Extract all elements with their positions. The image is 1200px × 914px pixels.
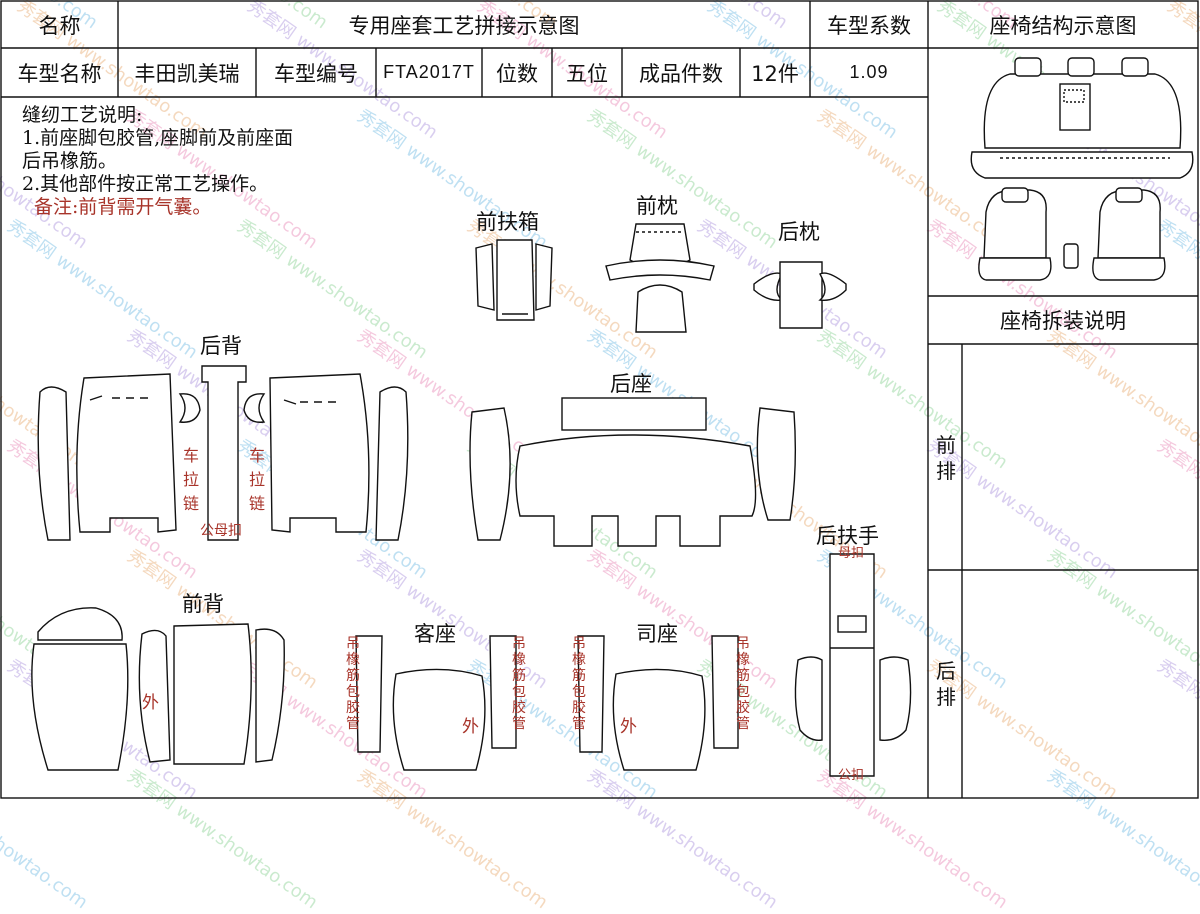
table-grid (0, 0, 1199, 799)
pieces-label: 成品件数 (639, 61, 723, 86)
label-front-back: 前背 (182, 592, 224, 616)
part-front-armrest-box (475, 239, 553, 321)
annotation-zipper-right: 车拉链 (248, 446, 265, 513)
annotation-outer-passenger: 外 (462, 717, 479, 737)
front-row-label: 前排 (936, 433, 956, 483)
notes-line-2: 后吊橡筋。 (22, 150, 118, 172)
annotation-male-female-buckle: 公母扣 (200, 523, 242, 539)
part-rear-back (37, 365, 409, 541)
seat-structure-thumbnail (970, 57, 1194, 281)
annotation-elastic-driver-right: 吊橡筋包胶管 (736, 636, 750, 732)
model-code: FTA2017T (383, 62, 475, 82)
annotation-outer-front-back: 外 (142, 693, 159, 713)
model-name: 丰田凯美瑞 (134, 61, 240, 86)
pattern-diagram (0, 0, 1199, 799)
annotation-outer-driver: 外 (620, 717, 637, 737)
annotation-male-buckle: 公扣 (838, 768, 865, 783)
name-label: 名称 (38, 13, 81, 38)
coef-label: 车型系数 (827, 13, 911, 38)
annotation-zipper-left: 车拉链 (182, 446, 199, 513)
notes-remark: 备注:前背需开气囊。 (34, 196, 212, 218)
annotation-elastic-driver-left: 吊橡筋包胶管 (572, 636, 586, 732)
pieces-value: 12件 (751, 61, 799, 86)
coef-value: 1.09 (849, 62, 889, 82)
seats-label: 位数 (496, 61, 538, 86)
label-front-headrest: 前枕 (636, 194, 678, 218)
label-driver-seat: 司座 (636, 622, 678, 646)
model-name-label: 车型名称 (17, 61, 102, 86)
part-front-headrest (605, 223, 715, 333)
annotation-female-buckle: 母扣 (838, 546, 865, 561)
part-rear-headrest (753, 261, 847, 329)
part-passenger-seat (355, 635, 517, 771)
label-rear-armrest: 后扶手 (816, 524, 879, 548)
label-rear-headrest: 后枕 (778, 220, 820, 244)
notes-heading: 缝纫工艺说明: (22, 104, 143, 126)
part-rear-armrest (794, 553, 912, 777)
seats-value: 五位 (566, 61, 608, 86)
part-driver-seat (577, 635, 739, 771)
part-front-back (31, 607, 285, 771)
rear-row-label: 后排 (936, 659, 956, 709)
structure-title: 座椅结构示意图 (989, 13, 1137, 38)
install-title: 座椅拆装说明 (1000, 309, 1126, 333)
annotation-elastic-passenger-right: 吊橡筋包胶管 (512, 636, 526, 732)
label-rear-seat: 后座 (610, 372, 652, 396)
annotation-elastic-passenger-left: 吊橡筋包胶管 (346, 636, 360, 732)
label-rear-back: 后背 (200, 334, 242, 358)
model-code-label: 车型编号 (274, 61, 358, 86)
label-front-armrest-box: 前扶箱 (476, 210, 539, 234)
sewing-notes: 缝纫工艺说明: 1.前座脚包胶管,座脚前及前座面 后吊橡筋。 2.其他部件按正常… (22, 104, 293, 219)
part-rear-seat (469, 397, 797, 547)
label-passenger-seat: 客座 (414, 622, 456, 646)
page-title: 专用座套工艺拼接示意图 (348, 13, 580, 38)
notes-line-3: 2.其他部件按正常工艺操作。 (22, 173, 269, 195)
notes-line-1: 1.前座脚包胶管,座脚前及前座面 (22, 127, 294, 149)
